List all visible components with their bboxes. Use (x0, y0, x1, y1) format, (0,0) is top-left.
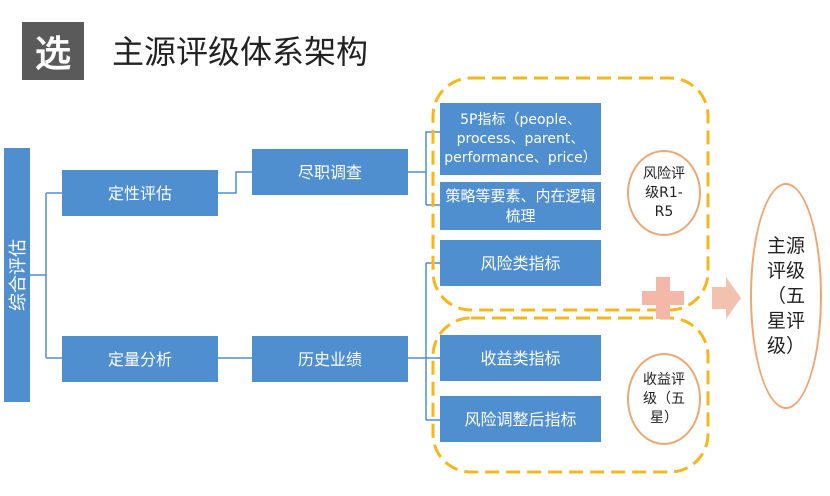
leaf-5p-indicators: 5P指标（people、process、parent、performance、p… (440, 103, 601, 175)
root-node-label: 综合评估 (8, 239, 29, 311)
section-badge: 选 (22, 22, 84, 80)
arrow-right-icon (712, 277, 741, 319)
leaf-risk-indicators: 风险类指标 (440, 240, 601, 286)
node-quantitative: 定量分析 (62, 336, 218, 382)
return-rating-circle: 收益评级（五星） (627, 353, 701, 445)
leaf-risk-adjusted-indicators: 风险调整后指标 (440, 396, 601, 442)
node-qualitative: 定性评估 (62, 170, 218, 216)
node-due-diligence: 尽职调查 (252, 149, 408, 195)
risk-rating-circle: 风险评级R1-R5 (627, 150, 701, 236)
page-title: 主源评级体系架构 (112, 33, 369, 71)
plus-icon (642, 277, 684, 319)
result-rating-ellipse: 主源评级（五星评级） (750, 183, 822, 409)
leaf-return-indicators: 收益类指标 (440, 335, 601, 381)
lower-dashed-group (431, 316, 710, 474)
root-node: 综合评估 (4, 148, 30, 402)
leaf-strategy-logic: 策略等要素、内在逻辑梳理 (440, 182, 601, 230)
connector-lines (30, 131, 440, 421)
upper-dashed-group (431, 76, 710, 312)
node-history: 历史业绩 (252, 336, 408, 382)
